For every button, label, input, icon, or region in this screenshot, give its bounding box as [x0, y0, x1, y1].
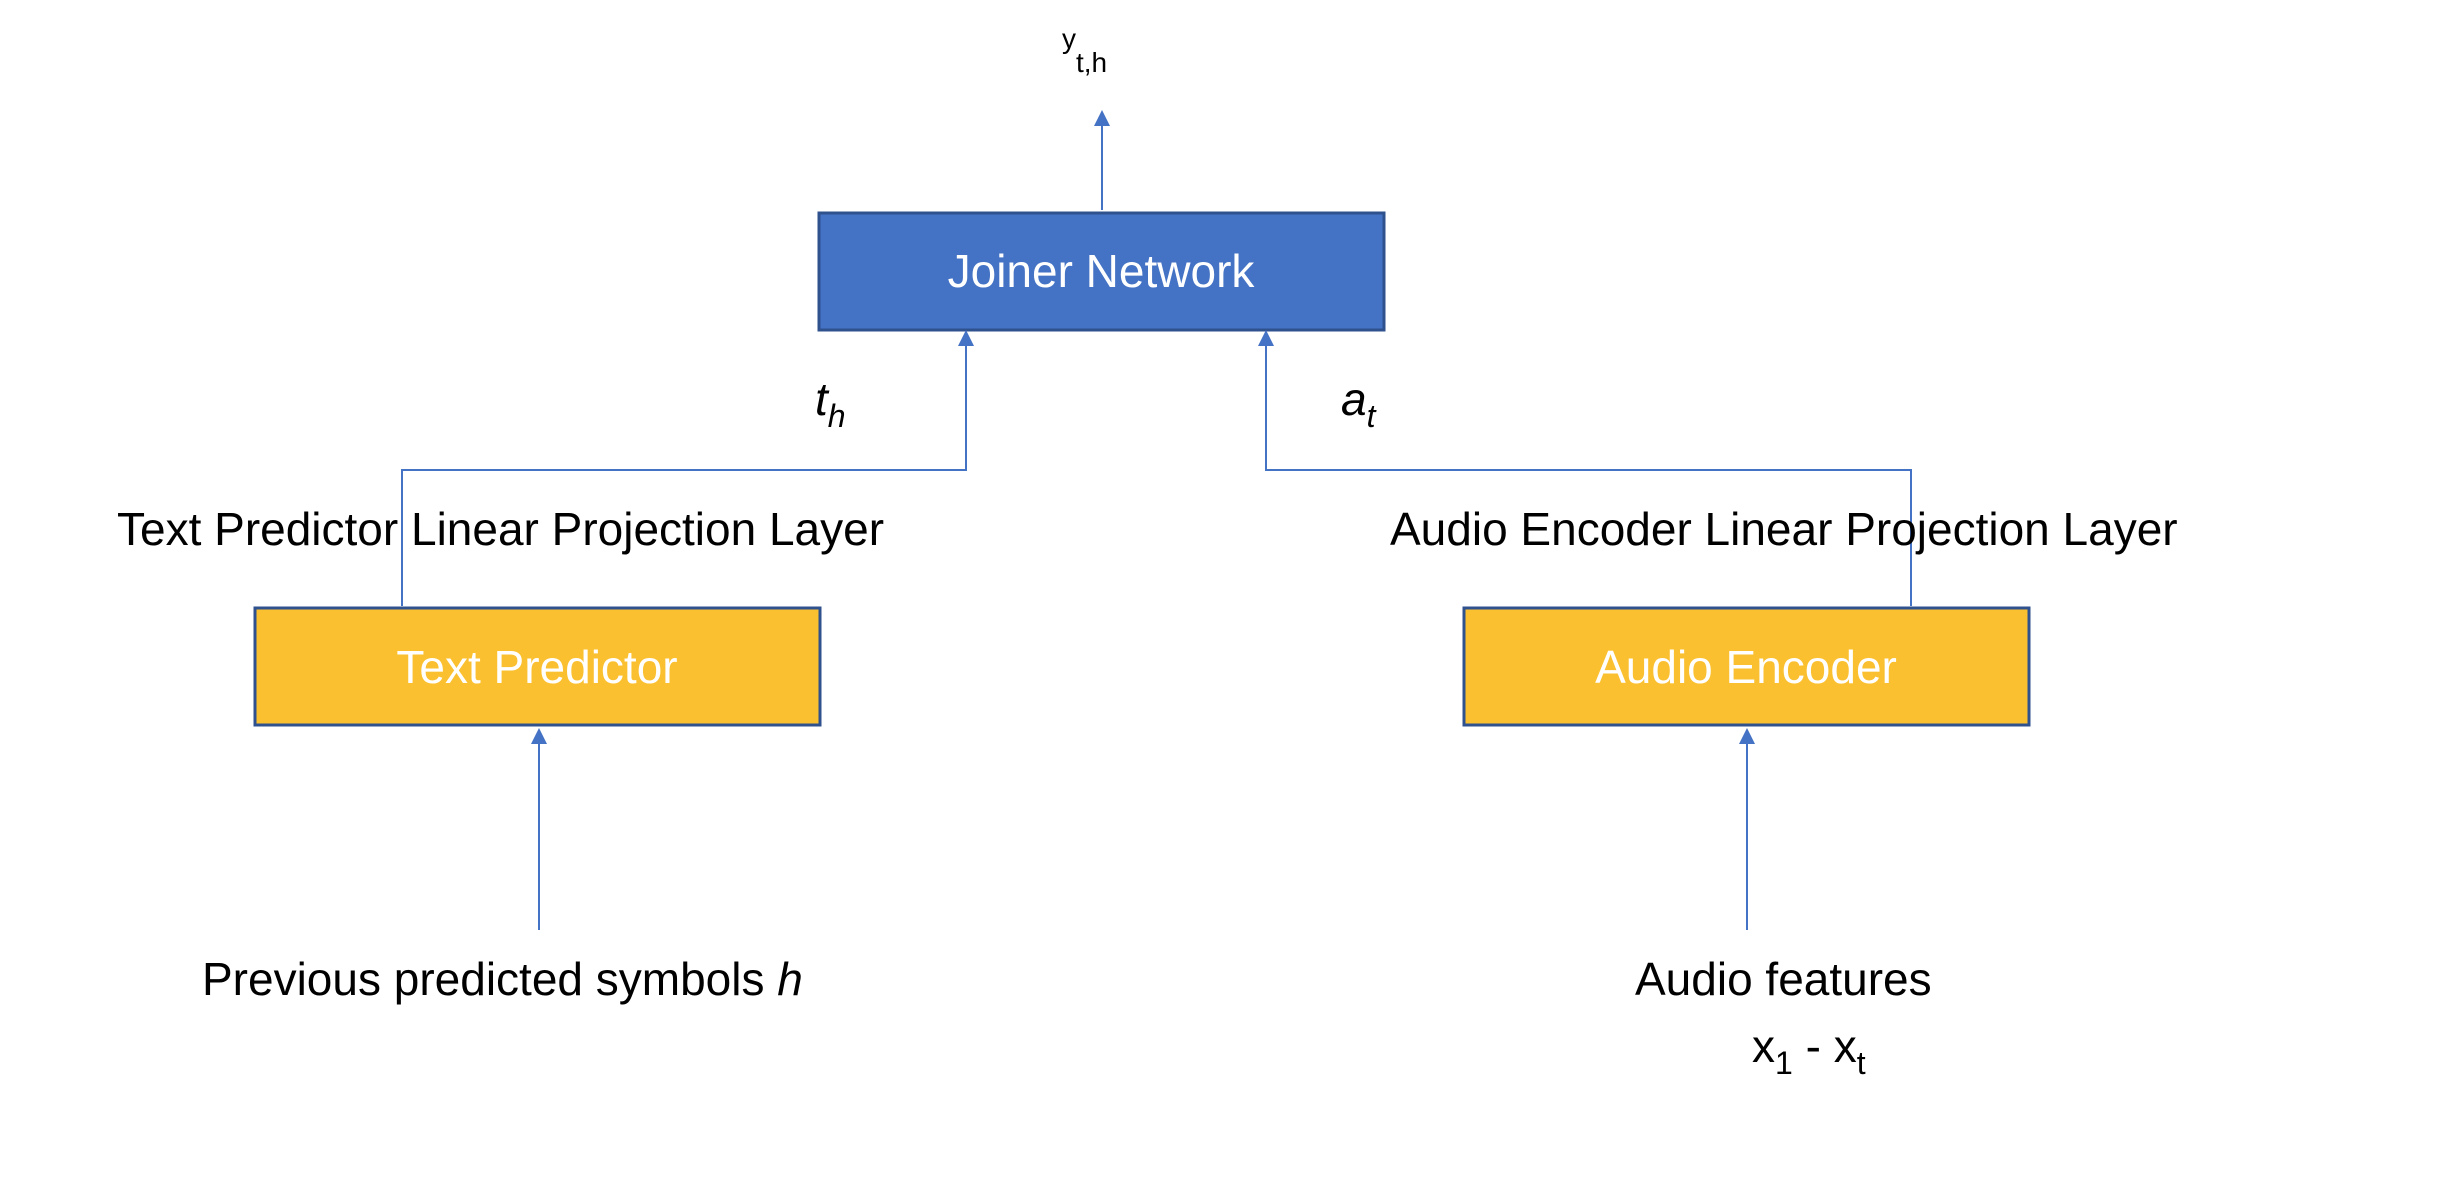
- audio-projection-layer-label: Audio Encoder Linear Projection Layer: [1390, 503, 2178, 555]
- previous-symbols-var: h: [777, 953, 803, 1005]
- audio-features-to-audio-encoder-connector: [1739, 728, 1755, 930]
- at-label: at: [1341, 373, 1377, 434]
- th-label: th: [815, 373, 846, 434]
- audio-encoder-label: Audio Encoder: [1595, 641, 1897, 693]
- text-projection-layer-label: Text Predictor Linear Projection Layer: [117, 503, 884, 555]
- audio-range-a-sub: 1: [1775, 1045, 1793, 1081]
- audio-range-sep: -: [1793, 1020, 1834, 1072]
- joiner-to-output-connector: [1094, 110, 1110, 210]
- audio-encoder-to-joiner-connector: [1258, 330, 1912, 606]
- at-label-base: a: [1341, 373, 1367, 425]
- audio-encoder-box: [1462, 606, 2031, 727]
- previous-symbols-text: Previous predicted symbols: [202, 953, 777, 1005]
- text-predictor-to-joiner-connector: [401, 330, 974, 606]
- joiner-network-label: Joiner Network: [948, 245, 1256, 297]
- audio-range-label: x1 - xt: [1752, 1020, 1866, 1081]
- prev-symbols-to-text-predictor-connector: [531, 728, 547, 930]
- text-predictor-box: [253, 606, 822, 727]
- audio-range-a: x: [1752, 1020, 1775, 1072]
- audio-range-b: x: [1834, 1020, 1857, 1072]
- output-label: yt,h: [1062, 23, 1107, 78]
- audio-range-b-sub: t: [1857, 1045, 1866, 1081]
- audio-encoder-block: Audio Encoder: [1462, 606, 2031, 727]
- text-predictor-label: Text Predictor: [396, 641, 677, 693]
- output-label-sub: t,h: [1076, 47, 1107, 78]
- joiner-network-block: Joiner Network: [817, 211, 1386, 332]
- joiner-network-box: [817, 211, 1386, 332]
- output-label-base: y: [1062, 23, 1076, 54]
- audio-features-label: Audio features: [1635, 953, 1932, 1005]
- th-label-sub: h: [828, 398, 846, 434]
- at-label-sub: t: [1367, 398, 1377, 434]
- text-predictor-block: Text Predictor: [253, 606, 822, 727]
- th-label-base: t: [815, 373, 830, 425]
- previous-symbols-label: Previous predicted symbols h: [202, 953, 803, 1005]
